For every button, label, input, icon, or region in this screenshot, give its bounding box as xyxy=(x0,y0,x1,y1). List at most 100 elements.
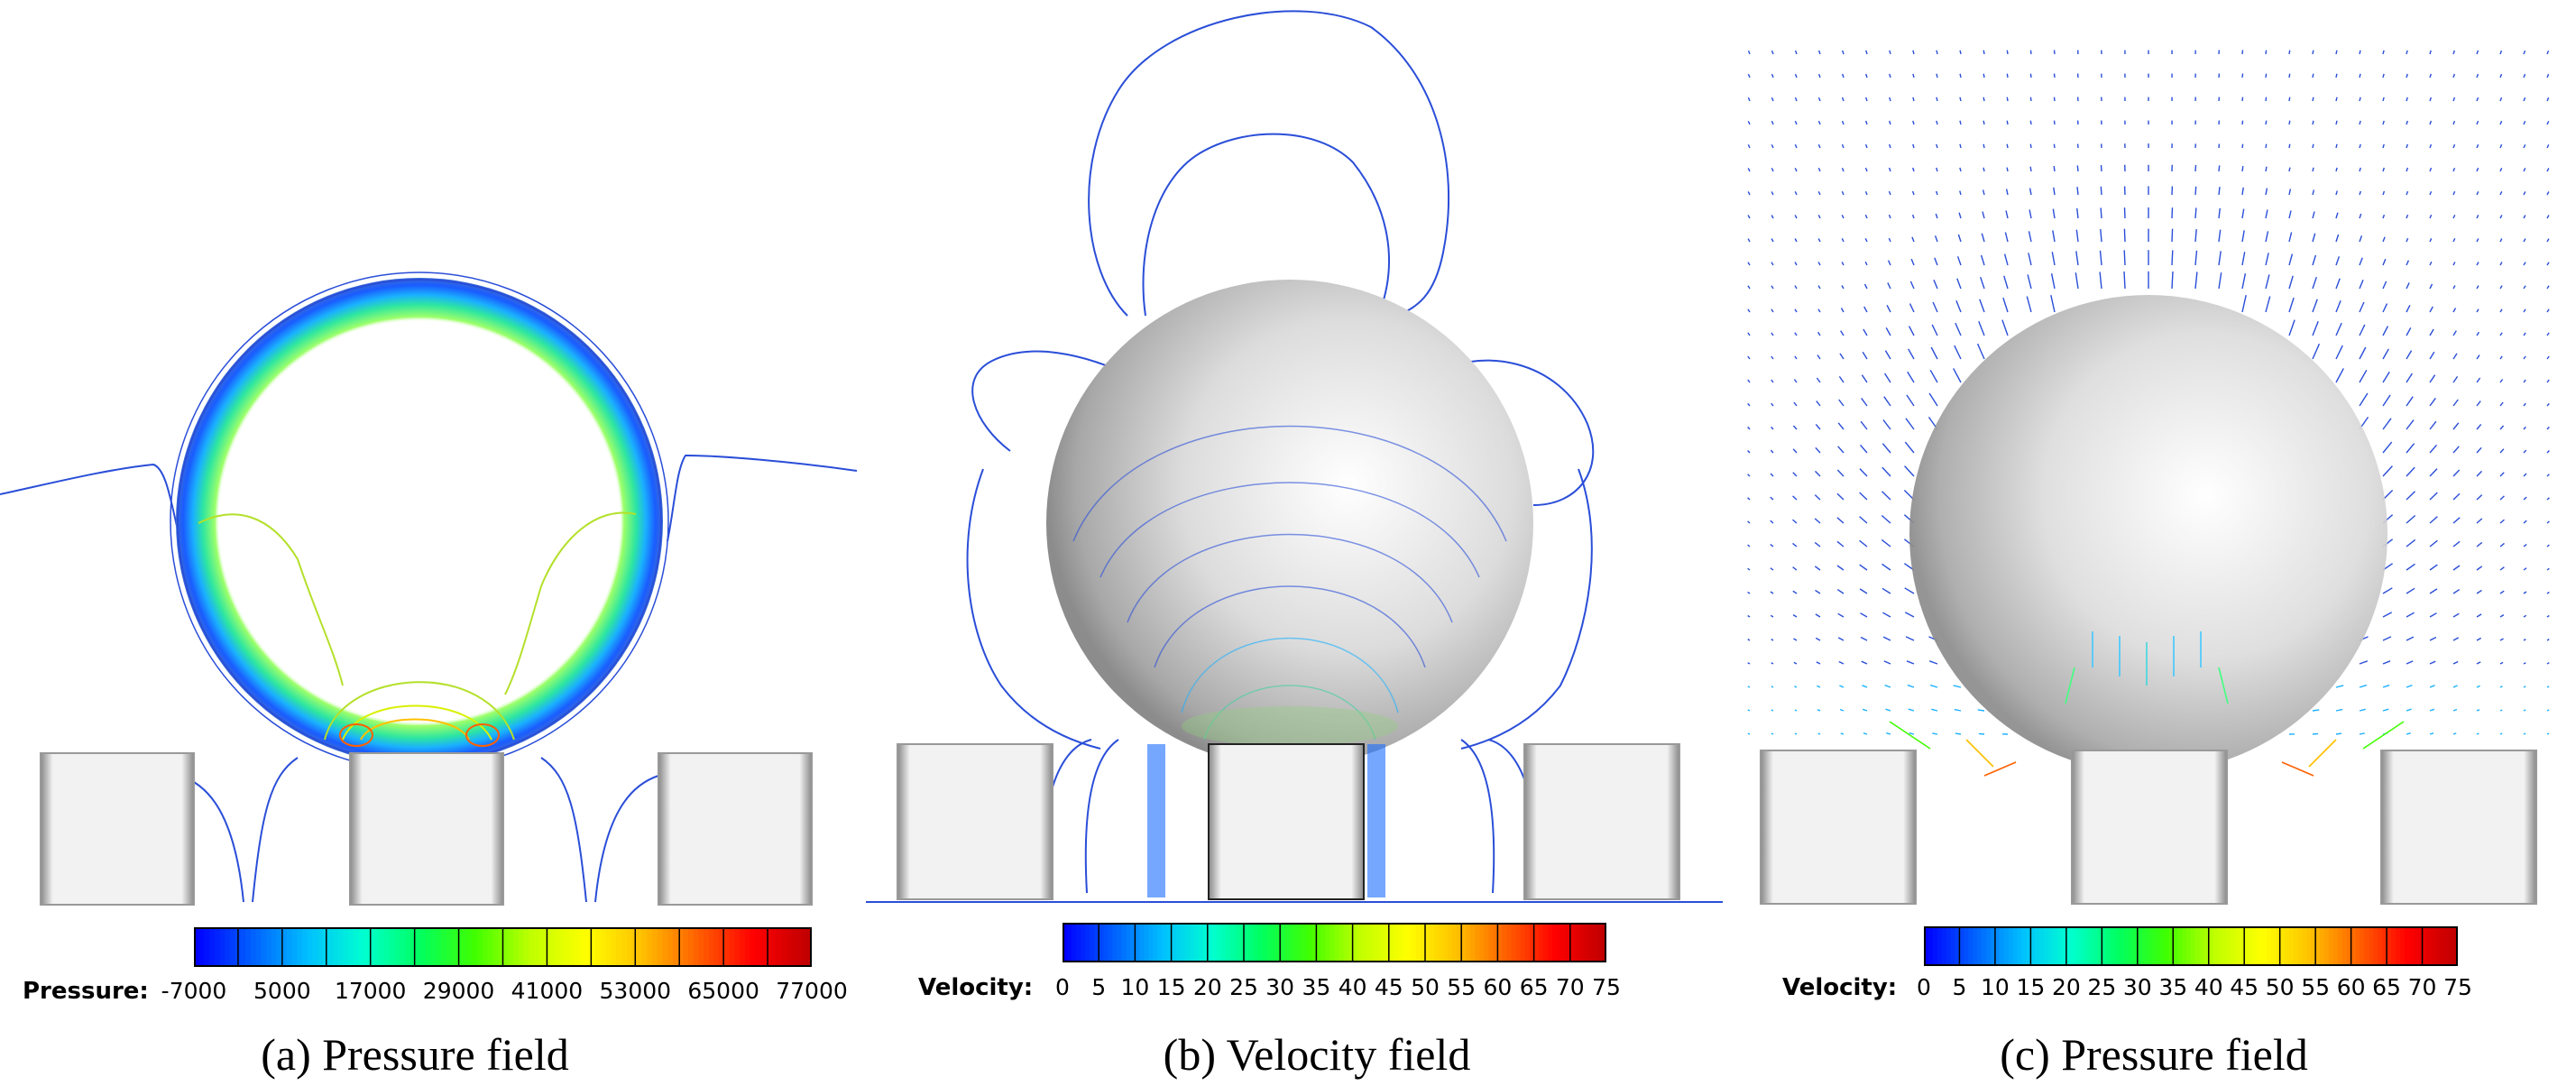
tick-label: 17000 xyxy=(334,978,407,1004)
vector-arrow xyxy=(1883,396,1891,407)
colorbar-frame xyxy=(194,927,812,967)
vector-arrow xyxy=(2406,491,2415,501)
vector-arrow xyxy=(2335,368,2344,383)
tick-label: 15 xyxy=(2016,974,2046,1000)
vector-arrow xyxy=(2265,231,2269,243)
colorbar-segment xyxy=(719,927,725,967)
vector-arrow xyxy=(2335,300,2341,313)
vector-arrow xyxy=(1930,346,1938,360)
vector-arrow xyxy=(1747,144,1751,149)
vector-arrow xyxy=(2335,167,2338,172)
vector-arrow xyxy=(2476,215,2479,219)
colorbar-segment xyxy=(409,927,417,967)
vector-arrow xyxy=(2406,396,2414,407)
colorbar-segment xyxy=(1352,923,1358,962)
colorbar-segment xyxy=(2065,926,2072,966)
colorbar-segment xyxy=(502,927,509,967)
vector-arrow xyxy=(1817,238,1821,243)
vector-arrow xyxy=(2499,97,2503,102)
vector-arrow xyxy=(2335,73,2338,78)
tick-label: 40 xyxy=(2194,974,2223,1000)
vector-arrow xyxy=(2241,50,2244,55)
vector-arrow xyxy=(1931,708,1938,712)
vector-arrow xyxy=(2429,120,2433,125)
colorbar-segment xyxy=(2150,926,2157,966)
colorbar-segment xyxy=(1316,923,1322,962)
vector-arrow xyxy=(1747,474,1751,477)
colorbar-segment xyxy=(2404,926,2410,966)
vector-arrow xyxy=(2523,191,2526,196)
vector-arrow xyxy=(2452,637,2460,641)
colorbar-segment xyxy=(1488,923,1494,962)
vector-arrow xyxy=(2523,567,2527,571)
vector-arrow xyxy=(2406,214,2409,219)
colorbar-segment xyxy=(2226,926,2231,966)
colorbar-segment xyxy=(1348,923,1354,962)
colorbar-segment xyxy=(538,927,545,967)
vector-arrow xyxy=(1792,590,1798,594)
colorbar-segment xyxy=(2311,926,2316,966)
colorbar-segment xyxy=(1964,926,1969,966)
vector-arrow xyxy=(1959,143,1962,149)
vector-arrow xyxy=(1794,686,1798,688)
colorbar-segment xyxy=(1112,923,1118,962)
vector-arrow xyxy=(1909,281,1915,290)
vector-arrow xyxy=(2476,446,2482,454)
vector-arrow xyxy=(2546,73,2550,78)
colorbar-segment xyxy=(1099,923,1104,962)
vector-arrow xyxy=(1860,636,1868,641)
vector-arrow xyxy=(2546,614,2550,618)
vector-arrow xyxy=(1747,379,1751,383)
vector-arrow xyxy=(1747,262,1751,266)
colorbar-segment xyxy=(2177,926,2183,966)
colorbar-segment xyxy=(1379,923,1385,962)
vector-arrow xyxy=(2523,144,2526,149)
tick-label: 60 xyxy=(1483,974,1513,1000)
colorbar-segment xyxy=(2275,926,2281,966)
colorbar-segment xyxy=(1999,926,2005,966)
outer-velocity-contour xyxy=(1088,10,1450,317)
vector-arrow xyxy=(2312,276,2317,290)
colorbar-segment xyxy=(1982,926,1987,966)
caption-b: (b) Velocity field xyxy=(1163,1029,1471,1080)
vector-arrow xyxy=(2406,708,2412,712)
vector-arrow xyxy=(1794,73,1798,78)
vector-arrow xyxy=(2288,210,2292,219)
colorbar-segment xyxy=(565,927,571,967)
vector-arrow xyxy=(1863,732,1868,735)
vector-arrow xyxy=(2051,252,2056,266)
colorbar-segment xyxy=(1225,923,1231,962)
vector-arrow xyxy=(2476,308,2479,313)
vector-arrow xyxy=(1815,423,1821,430)
vector-arrow xyxy=(1905,636,1915,641)
vector-arrow xyxy=(2075,272,2079,290)
vector-arrow xyxy=(2359,324,2366,336)
colorbar-segment xyxy=(1325,923,1331,962)
colorbar-segment xyxy=(1406,923,1412,962)
colorbar-segment xyxy=(379,927,385,967)
vector-arrow xyxy=(1912,120,1915,125)
colorbar-segment xyxy=(1144,923,1150,962)
vector-arrow xyxy=(2003,253,2009,266)
colorbar-segment xyxy=(1262,923,1267,962)
vector-arrow xyxy=(2523,543,2527,548)
colorbar-segment xyxy=(1547,923,1553,962)
vector-arrow xyxy=(2452,660,2459,665)
colorbar-segment xyxy=(2097,926,2102,966)
colorbar-segment xyxy=(1511,923,1517,962)
vector-arrow xyxy=(2123,250,2126,266)
vector-arrow xyxy=(1862,351,1868,360)
vector-arrow xyxy=(2476,423,2482,430)
vector-arrow xyxy=(2312,143,2314,149)
colorbar-segment xyxy=(2106,926,2111,966)
vector-arrow xyxy=(2241,120,2244,125)
vector-arrow xyxy=(2194,207,2197,219)
vector-arrow xyxy=(2452,517,2461,524)
colorbar-segment xyxy=(1166,923,1173,962)
vector-arrow xyxy=(2029,120,2032,125)
vector-arrow xyxy=(2406,419,2415,430)
vector-arrow xyxy=(2429,283,2433,290)
vector-arrow xyxy=(2476,285,2479,290)
vector-arrow xyxy=(1771,285,1774,290)
colorbar-segment xyxy=(2155,926,2161,966)
